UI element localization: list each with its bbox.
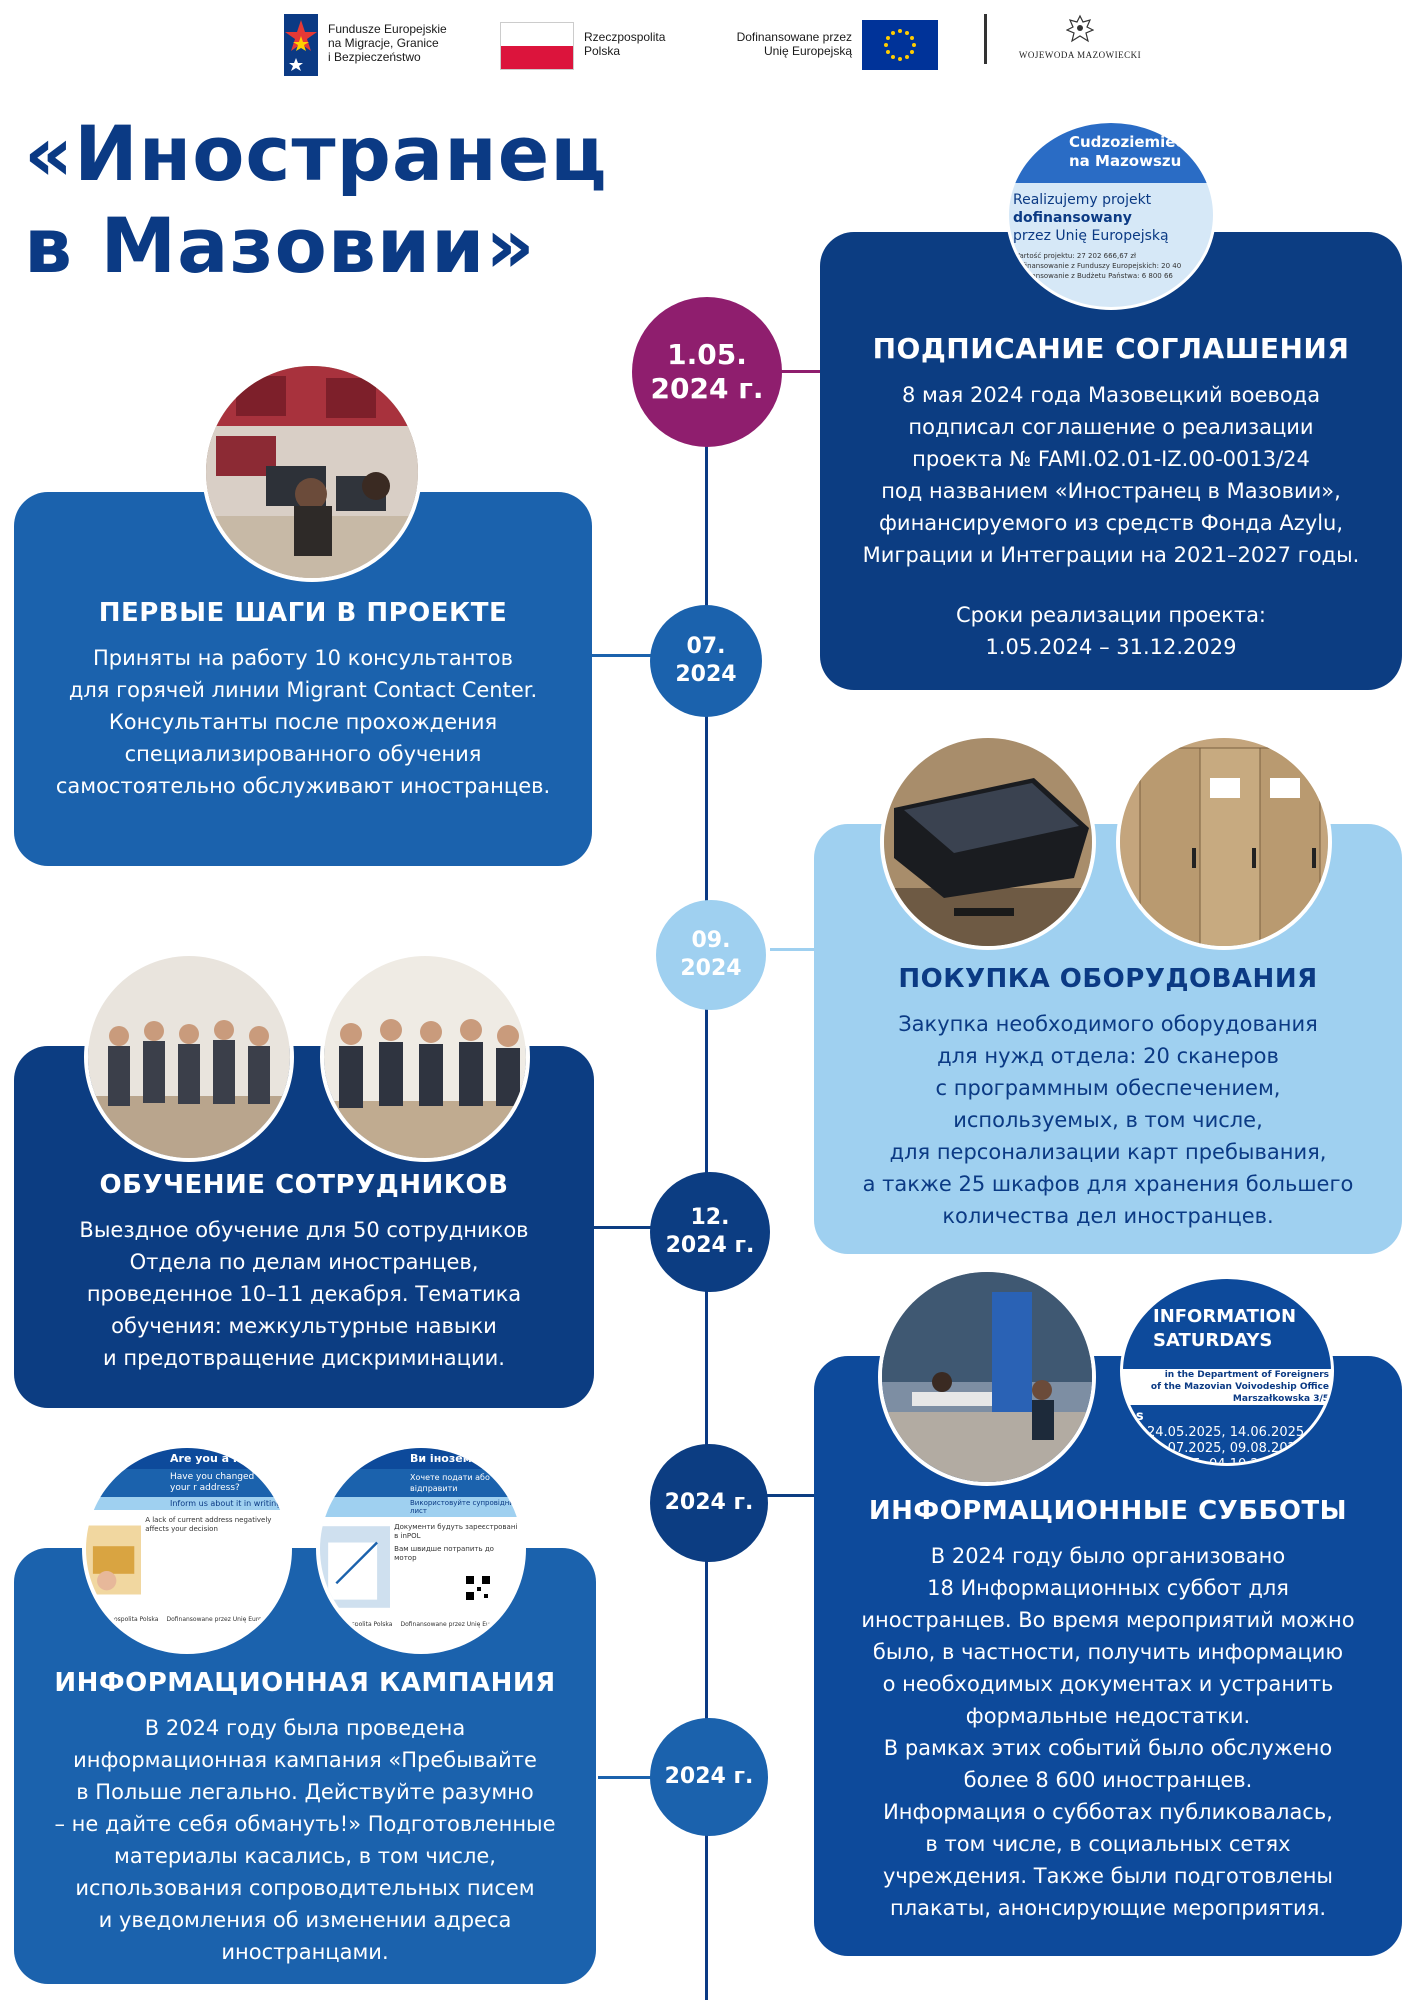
information-saturdays-poster: INFORMATION SATURDAYS in the Department …	[1120, 1276, 1334, 1466]
date-6: 2024 г.	[664, 1764, 754, 1789]
badge-2-sub-3: Marszałkowska 3/5	[1232, 1394, 1329, 1404]
card-campaign: ИНФОРМАЦИОННАЯ КАМПАНИЯ В 2024 году была…	[14, 1548, 596, 1984]
badge-2-body: in the Department of Foreigners of the M…	[1123, 1369, 1331, 1405]
card-signing-body: 8 мая 2024 года Мазовецкий воевода подпи…	[862, 383, 1360, 567]
project-badge-image: Cudzoziemiec na Mazowszu Realizujemy pro…	[1006, 120, 1216, 310]
badge-1-small-1: Wartość projektu: 27 202 666,67 zł	[1013, 252, 1137, 260]
date-dot-2024-b: 2024 г.	[650, 1718, 768, 1836]
header-divider	[984, 14, 987, 64]
cabinets-photo	[1116, 734, 1332, 950]
badge-1-header: Cudzoziemiec na Mazowszu	[1009, 123, 1213, 183]
date-dot-may-2024: 1.05. 2024 г.	[632, 297, 782, 447]
badge-1-text: Realizujemy projekt	[1013, 192, 1152, 208]
connector-6	[598, 1776, 652, 1779]
date-5: 2024 г.	[664, 1490, 754, 1515]
card-training-title: ОБУЧЕНИЕ СОТРУДНИКОВ	[99, 1170, 509, 1200]
date-3-line-2: 2024	[680, 956, 742, 981]
date-1-line-1: 1.05.	[667, 338, 747, 371]
card-first-steps-body: Приняты на работу 10 консультантов для г…	[55, 646, 551, 798]
call-center-photo	[202, 362, 422, 582]
information-saturday-photo	[878, 1268, 1096, 1486]
training-photo-2	[320, 952, 530, 1162]
training-photo-1	[84, 952, 294, 1162]
poland-flag-icon	[500, 22, 574, 70]
badge-2-dates-2: 12.07.2025, 09.08.2025	[1147, 1441, 1305, 1456]
connector-4	[594, 1226, 652, 1229]
card-training-body: Выездное обучение для 50 сотрудников Отд…	[79, 1218, 529, 1370]
eu-cofinanced-text: Dofinansowane przez Unię Europejską	[736, 30, 852, 58]
card-equipment-title: ПОКУПКА ОБОРУДОВАНИЯ	[898, 964, 1318, 994]
poster-2-inform: Використовуйте супровідний лист	[320, 1497, 522, 1517]
poster-2-footer-eu: Dofinansowane przez Unię Europejską	[400, 1621, 516, 1628]
date-4-line-2: 2024 г.	[665, 1233, 755, 1258]
eagle-emblem-icon	[1065, 14, 1095, 46]
card-campaign-title: ИНФОРМАЦИОННАЯ КАМПАНИЯ	[54, 1668, 556, 1698]
date-dot-sep-2024: 09. 2024	[656, 900, 766, 1010]
date-dot-dec-2024: 12. 2024 г.	[650, 1172, 770, 1292]
timeline-line	[705, 330, 708, 2000]
poster-2-question: Хочете подати або відправити	[320, 1469, 522, 1497]
date-4-line-1: 12.	[690, 1205, 730, 1230]
card-equipment-body: Закупка необходимого оборудования для ну…	[862, 1012, 1354, 1228]
card-signing-dates: Сроки реализации проекта: 1.05.2024 – 31…	[955, 603, 1267, 659]
date-2-line-2: 2024	[675, 662, 737, 687]
date-dot-jul-2024: 07. 2024	[650, 605, 762, 717]
badge-1-small-3: Dofinansowanie z Budżetu Państwa: 6 800 …	[1013, 272, 1173, 280]
badge-1-small-2: Dofinansowanie z Funduszy Europejskich: …	[1013, 262, 1182, 270]
card-signing-title: ПОДПИСАНИЕ СОГЛАШЕНИЯ	[872, 332, 1350, 365]
poster-2-item-1: Документи будуть зареєстровані в inPOL	[394, 1523, 518, 1540]
pen-document-icon	[320, 1526, 391, 1608]
connector-5	[766, 1494, 816, 1497]
eu-funds-star-icon	[284, 14, 318, 76]
card-first-steps-title: ПЕРВЫЕ ШАГИ В ПРОЕКТЕ	[98, 598, 508, 628]
date-2-line-1: 07.	[686, 634, 726, 659]
poster-1-head: Are you a Fore	[86, 1448, 288, 1469]
badge-2-dates-1: 24.05.2025, 14.06.2025	[1147, 1425, 1305, 1440]
poster-2-head: Ви іноземець	[320, 1448, 522, 1469]
badge-2-sub-2: of the Mazovian Voivodeship Office	[1150, 1382, 1329, 1392]
qr-code-icon	[464, 1574, 492, 1602]
voivode-logo-text: WOJEWODA MAZOWIECKI	[1018, 50, 1142, 60]
envelope-hand-icon	[86, 1525, 142, 1595]
date-3-line-1: 09.	[691, 928, 731, 953]
poster-1-footer-pl: Rzeczpospolita Polska	[92, 1616, 159, 1623]
connector-2	[588, 654, 652, 657]
page-title: «Иностранец в Мазовии»	[24, 108, 608, 292]
badge-1-title: Cudzoziemiec na Mazowszu	[1069, 133, 1185, 170]
title-line-2: в Мазовии»	[24, 201, 536, 290]
date-dot-2024-a: 2024 г.	[650, 1444, 768, 1562]
badge-2-sub-1: in the Department of Foreigners	[1164, 1370, 1329, 1380]
fami-logo: Fundusze Europejskie na Migracje, Granic…	[284, 14, 504, 76]
poster-2-item-2: Вам швидше потрапить до мотор	[394, 1545, 494, 1562]
poster-1-question: Have you changed your r address?	[86, 1469, 288, 1497]
fami-logo-text: Fundusze Europejskie na Migracje, Granic…	[328, 22, 447, 64]
badge-1-text-2: przez Unię Europejską	[1013, 228, 1169, 244]
connector-3	[770, 948, 816, 951]
card-first-steps: ПЕРВЫЕ ШАГИ В ПРОЕКТЕ Приняты на работу …	[14, 492, 592, 866]
campaign-poster-ukrainian: Ви іноземець Хочете подати або відправит…	[316, 1444, 526, 1654]
poster-1-item: A lack of current address negatively aff…	[145, 1516, 272, 1533]
poster-1-inform: Inform us about it in writing	[86, 1497, 288, 1510]
badge-2-header: INFORMATION SATURDAYS	[1123, 1279, 1331, 1369]
card-saturdays-body: В 2024 году было организовано 18 Информа…	[861, 1544, 1355, 1920]
poster-1-footer-eu: Dofinansowane przez Unię Europejską	[166, 1616, 282, 1623]
poland-logo-text: Rzeczpospolita Polska	[584, 30, 666, 58]
date-1-line-2: 2024 г.	[650, 372, 764, 405]
title-line-1: «Иностранец	[24, 109, 608, 198]
badge-2-title: INFORMATION SATURDAYS	[1153, 1306, 1297, 1351]
scanner-photo	[880, 734, 1096, 950]
badge-1-bold: dofinansowany	[1013, 210, 1132, 226]
badge-2-dates-label: es	[1127, 1409, 1144, 1424]
connector-1	[780, 370, 824, 373]
campaign-poster-english: Are you a Fore Have you changed your r a…	[82, 1444, 292, 1654]
poster-2-footer-pl: Rzeczpospolita Polska	[326, 1621, 393, 1628]
card-saturdays-title: ИНФОРМАЦИОННЫЕ СУББОТЫ	[868, 1496, 1348, 1526]
badge-2-dates-3: 30.2025, 04.10.2	[1147, 1457, 1259, 1466]
eu-flag-icon	[862, 20, 938, 70]
card-campaign-body: В 2024 году была проведена информационна…	[54, 1716, 556, 1964]
